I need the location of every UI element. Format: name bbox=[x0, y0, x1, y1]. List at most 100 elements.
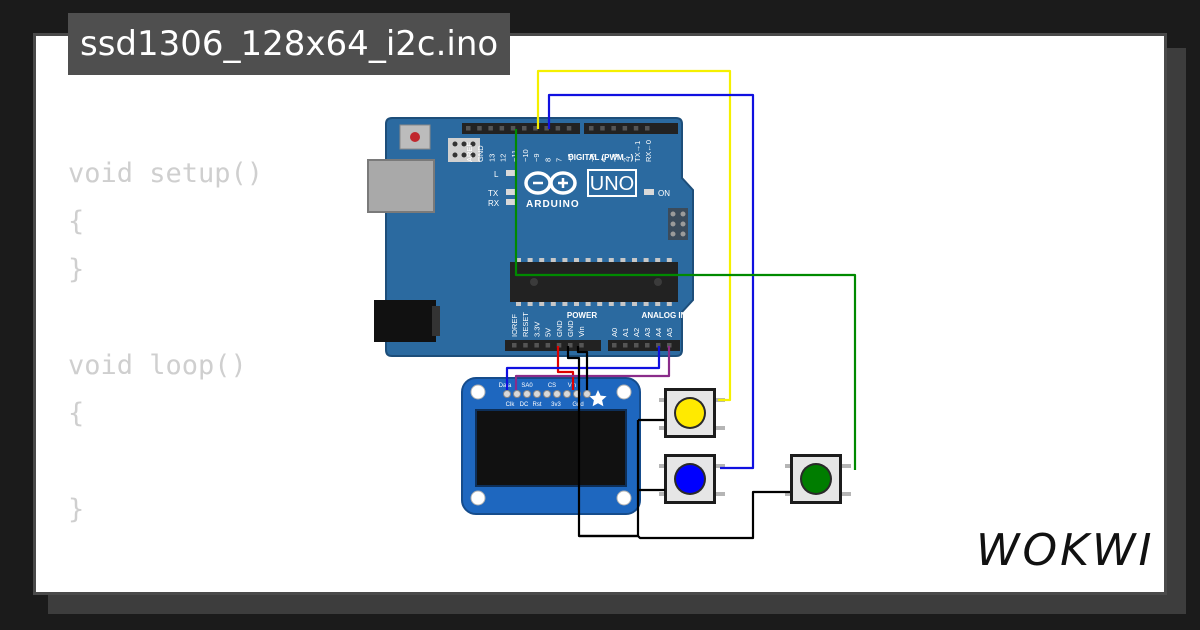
digital-pin-label: ~11 bbox=[510, 150, 519, 162]
header-pin[interactable] bbox=[477, 126, 482, 131]
digital-pin-label: 7 bbox=[555, 158, 564, 162]
chip-leg bbox=[597, 302, 603, 306]
power-header bbox=[505, 340, 601, 351]
button-leg bbox=[659, 398, 668, 402]
button-leg bbox=[842, 464, 851, 468]
led-on-label: ON bbox=[658, 189, 670, 198]
chip-leg bbox=[643, 258, 649, 262]
header-pin[interactable] bbox=[556, 343, 562, 348]
header-pin[interactable] bbox=[623, 343, 628, 348]
header-pin[interactable] bbox=[544, 126, 549, 131]
header-pin[interactable] bbox=[488, 126, 493, 131]
chip-leg bbox=[527, 302, 533, 306]
button-cap-yellow[interactable] bbox=[676, 399, 704, 427]
header-pin[interactable] bbox=[510, 126, 516, 131]
wokwi-logo: WOKWI bbox=[976, 525, 1155, 576]
icsp-header-right bbox=[668, 208, 688, 240]
led-l-label: L bbox=[494, 170, 499, 179]
header-pin[interactable] bbox=[589, 126, 594, 131]
uno-logo-text: UNO bbox=[590, 173, 634, 195]
arduino-logo-icon bbox=[524, 171, 577, 195]
button-cap-green[interactable] bbox=[802, 465, 830, 493]
chip-leg bbox=[666, 302, 672, 306]
pushbutton-yellow[interactable] bbox=[659, 388, 725, 438]
oled-pin[interactable] bbox=[583, 390, 591, 398]
led-l bbox=[506, 170, 516, 176]
header-pin[interactable] bbox=[545, 343, 551, 348]
chip-leg bbox=[516, 302, 521, 306]
header-pin[interactable] bbox=[534, 343, 539, 348]
header-pin[interactable] bbox=[566, 126, 572, 131]
analog-pin-label: A2 bbox=[632, 328, 641, 337]
chip-leg bbox=[550, 258, 556, 262]
digital-header-left bbox=[462, 123, 580, 134]
oled-pin[interactable] bbox=[553, 390, 561, 398]
chip-notch bbox=[654, 278, 662, 286]
header-pin[interactable] bbox=[634, 343, 639, 348]
power-pin-label: Vin bbox=[577, 326, 586, 337]
oled-top-label: SA0 bbox=[521, 383, 533, 389]
oled-bottom-label: Clk bbox=[506, 402, 516, 408]
header-pin[interactable] bbox=[645, 126, 650, 131]
oled-pin[interactable] bbox=[503, 390, 511, 398]
digital-pin-label: ~9 bbox=[532, 153, 541, 162]
header-pin[interactable] bbox=[579, 343, 584, 348]
header-pin[interactable] bbox=[612, 343, 617, 348]
header-pin[interactable] bbox=[466, 126, 471, 131]
header-pin[interactable] bbox=[568, 343, 573, 348]
button-cap-blue[interactable] bbox=[676, 465, 704, 493]
code-line: } bbox=[68, 494, 85, 525]
chip-leg bbox=[550, 302, 556, 306]
header-pin[interactable] bbox=[667, 343, 672, 348]
power-pin-label: 3.3V bbox=[532, 322, 541, 337]
oled-pins bbox=[503, 390, 591, 398]
oled-pin[interactable] bbox=[513, 390, 521, 398]
pushbutton-blue[interactable] bbox=[659, 454, 725, 504]
header-pin[interactable] bbox=[645, 343, 650, 348]
button-leg bbox=[716, 464, 725, 468]
header-pin[interactable] bbox=[522, 126, 527, 131]
header-pin[interactable] bbox=[499, 126, 505, 131]
oled-pin[interactable] bbox=[523, 390, 531, 398]
header-pin[interactable] bbox=[622, 126, 628, 131]
chip-leg bbox=[539, 302, 545, 306]
wire-blue-sda bbox=[505, 346, 661, 390]
analog-pin-label: A5 bbox=[665, 328, 674, 337]
header-pin[interactable] bbox=[656, 343, 661, 348]
oled-pin[interactable] bbox=[543, 390, 551, 398]
led-tx bbox=[506, 189, 516, 195]
oled-mount-hole bbox=[470, 490, 486, 506]
header-pin[interactable] bbox=[633, 126, 639, 131]
chip-leg bbox=[608, 258, 614, 262]
power-pin-label: GND bbox=[566, 320, 575, 337]
usb-port bbox=[367, 159, 435, 213]
header-pin[interactable] bbox=[523, 343, 528, 348]
digital-pin-label: ~3 bbox=[610, 153, 619, 162]
wire-black-gnd-oled bbox=[576, 346, 589, 390]
code-line: } bbox=[68, 254, 85, 285]
chip-legs bbox=[516, 258, 672, 306]
wire-blue bbox=[547, 93, 755, 470]
chip-leg bbox=[632, 258, 637, 262]
power-pin-label: 5V bbox=[544, 328, 553, 337]
code-snippet: void setup() { } void loop() { } bbox=[68, 150, 263, 534]
oled-pin[interactable] bbox=[533, 390, 541, 398]
chip-leg bbox=[608, 302, 614, 306]
digital-pin-label: ~6 bbox=[566, 153, 575, 162]
header-pin[interactable] bbox=[600, 126, 605, 131]
chip-leg bbox=[632, 302, 637, 306]
digital-pin-label: GND bbox=[476, 145, 485, 162]
header-pin[interactable] bbox=[533, 126, 538, 131]
oled-pin[interactable] bbox=[563, 390, 571, 398]
header-pin[interactable] bbox=[512, 343, 517, 348]
header-pin[interactable] bbox=[555, 126, 561, 131]
header-pin[interactable] bbox=[611, 126, 616, 131]
digital-pin-label: 8 bbox=[543, 158, 552, 162]
pushbutton-green[interactable] bbox=[785, 454, 851, 504]
analog-pin-label: A1 bbox=[621, 328, 630, 337]
